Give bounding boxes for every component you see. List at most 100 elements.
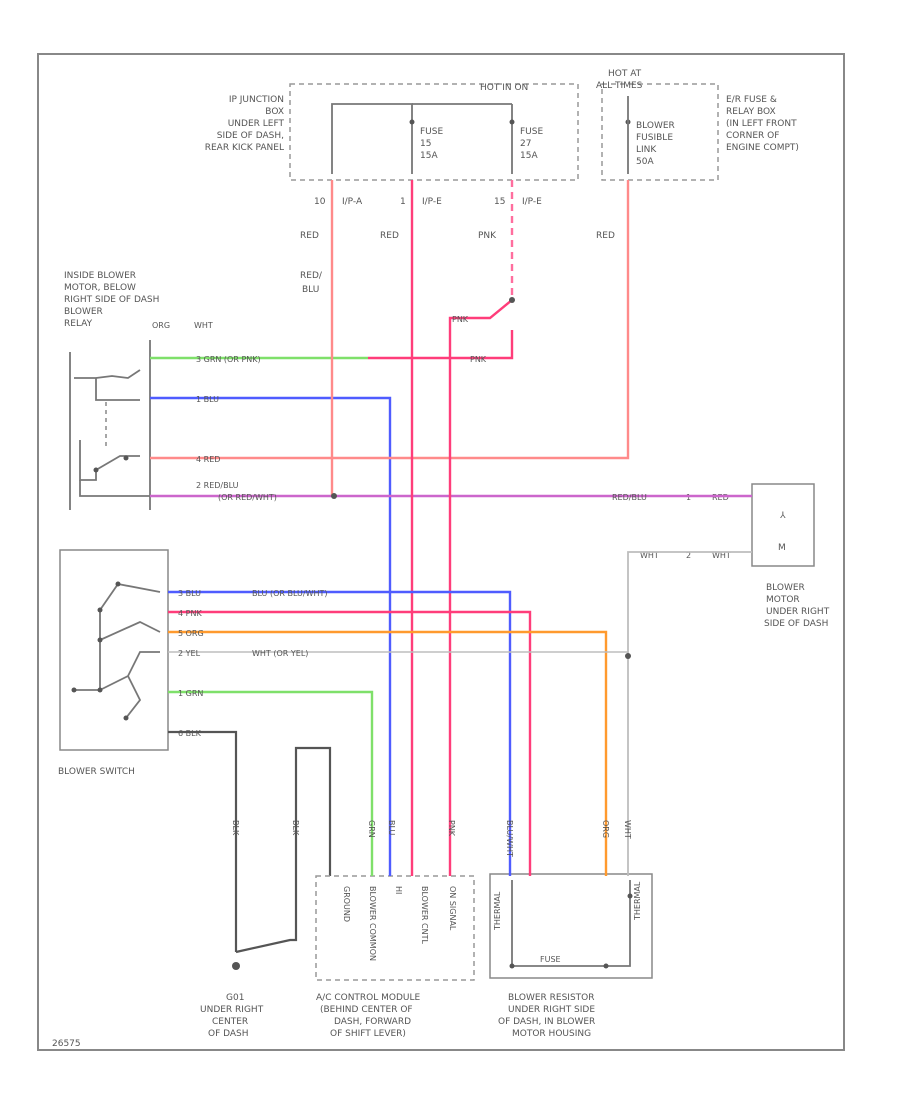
svg-text:OF DASH: OF DASH: [208, 1029, 249, 1039]
junction-yel: [625, 653, 631, 659]
ground-label: G01 UNDER RIGHT CENTER OF DASH: [200, 993, 264, 1039]
svg-text:RELAY BOX: RELAY BOX: [726, 107, 776, 117]
svg-text:BLOWER: BLOWER: [636, 121, 675, 131]
svg-text:FUSE: FUSE: [520, 127, 543, 137]
svg-text:A/C CONTROL MODULE: A/C CONTROL MODULE: [316, 993, 421, 1003]
relay-wire-4: 4 RED: [196, 455, 220, 464]
switch-wire-desc-0: BLU (OR BLU/WHT): [252, 589, 328, 598]
wire-feed-pnk: [448, 299, 513, 876]
svg-text:RED: RED: [596, 231, 615, 241]
svg-text:15: 15: [420, 139, 431, 149]
svg-text:50A: 50A: [636, 157, 654, 167]
red-blu-right-label: RED/BLU: [612, 493, 647, 502]
svg-text:MOTOR HOUSING: MOTOR HOUSING: [512, 1029, 591, 1039]
blower-resistor-label: BLOWER RESISTOR UNDER RIGHT SIDE OF DASH…: [498, 993, 595, 1039]
relay-wire-2: 2 RED/BLU: [196, 481, 239, 490]
fuse-27-label: FUSE 27 15A: [520, 127, 543, 161]
svg-text:LINK: LINK: [636, 145, 657, 155]
fuse-27-dot: [509, 119, 515, 125]
blower-resistor-box: [489, 873, 653, 979]
switch-wire-5: 6 BLK: [178, 729, 202, 738]
relay-contact-dot: [93, 467, 99, 473]
wire-layer: [150, 180, 752, 876]
wire-relay-blu: [150, 396, 392, 876]
svg-text:RELAY: RELAY: [64, 319, 93, 329]
vertical-label-7: WHT: [623, 820, 632, 839]
ip-junction-label: IP JUNCTION BOX UNDER LEFT SIDE OF DASH,…: [205, 95, 285, 153]
wire-relay-pnk: [368, 330, 514, 360]
relay-wire-3: 3 GRN (OR PNK): [196, 355, 261, 364]
switch-wire-1: 4 PNK: [178, 609, 202, 618]
vertical-label-1: BLK: [291, 820, 300, 836]
switch-dot-2: [97, 607, 103, 613]
blower-switch-label: BLOWER SWITCH: [58, 767, 135, 777]
switch-dot-3: [97, 637, 103, 643]
blower-motor-box: [751, 483, 815, 567]
svg-text:(BEHIND CENTER OF: (BEHIND CENTER OF: [320, 1005, 413, 1015]
svg-text:WHT: WHT: [194, 321, 213, 330]
connector-labels: 10 I/P-A 1 I/P-E 15 I/P-E: [314, 197, 542, 207]
svg-text:ALL TIMES: ALL TIMES: [596, 81, 643, 91]
top-wire-labels: RED RED PNK RED: [300, 231, 615, 241]
switch-dot-5: [97, 687, 103, 693]
hot-at-all-times-label: HOT AT ALL TIMES: [596, 69, 643, 91]
svg-text:HI: HI: [394, 886, 403, 894]
fuse-bus: [331, 103, 413, 174]
svg-text:ORG: ORG: [152, 321, 170, 330]
svg-text:15A: 15A: [520, 151, 538, 161]
resistor-dot-1: [509, 963, 515, 969]
motor-ground-symbol: M: [778, 543, 786, 553]
svg-text:RED: RED: [712, 493, 729, 502]
switch-wire-0: 3 BLU: [178, 589, 201, 598]
blower-switch-box: [59, 549, 169, 751]
engine-box-label: E/R FUSE & RELAY BOX (IN LEFT FRONT CORN…: [726, 95, 799, 153]
switch-arm-1: [99, 583, 161, 611]
relay-coil-top: [95, 378, 140, 401]
svg-text:2: 2: [686, 551, 691, 560]
svg-text:IP JUNCTION: IP JUNCTION: [229, 95, 284, 105]
relay-wire-2b: (OR RED/WHT): [218, 493, 277, 502]
svg-text:BLOWER: BLOWER: [766, 583, 805, 593]
svg-text:THERMAL: THERMAL: [633, 881, 642, 921]
diagram-code: 26575: [52, 1039, 81, 1049]
svg-text:UNDER LEFT: UNDER LEFT: [228, 119, 285, 129]
switch-dot-1: [115, 581, 121, 587]
switch-wire-desc-3: WHT (OR YEL): [252, 649, 308, 658]
wire-motor-wht: [627, 551, 752, 876]
fuse-15-dot: [409, 119, 415, 125]
svg-text:WHT: WHT: [712, 551, 731, 560]
junction-relay-violet: [331, 493, 337, 499]
svg-text:BOX: BOX: [265, 107, 284, 117]
wire-switch-pnk: [168, 610, 532, 876]
svg-text:MOTOR: MOTOR: [766, 595, 800, 605]
wire-switch-grn: [168, 690, 374, 876]
switch-arm-3: [99, 651, 160, 691]
resistor-labels: THERMAL FUSE THERMAL: [493, 881, 642, 964]
ac-control-module-label: A/C CONTROL MODULE (BEHIND CENTER OF DAS…: [316, 993, 421, 1039]
vertical-label-5: BLU/WHT: [505, 820, 514, 857]
svg-text:FUSIBLE: FUSIBLE: [636, 133, 673, 143]
svg-text:RED: RED: [380, 231, 399, 241]
svg-text:CENTER: CENTER: [212, 1017, 248, 1027]
wire-relay-red: [150, 180, 630, 460]
resistor-internal: [511, 880, 631, 967]
wire-switch-org: [168, 630, 608, 876]
motor-pin-labels: 1 RED 2 WHT WHT: [640, 493, 731, 560]
junction-pnk: [509, 297, 515, 303]
svg-text:BLOWER RESISTOR: BLOWER RESISTOR: [508, 993, 595, 1003]
svg-text:10: 10: [314, 197, 326, 207]
svg-text:PNK: PNK: [478, 231, 497, 241]
svg-text:OF DASH, IN BLOWER: OF DASH, IN BLOWER: [498, 1017, 595, 1027]
relay-contact-top: [74, 369, 141, 379]
svg-text:BLOWER CNTL: BLOWER CNTL: [420, 886, 429, 944]
svg-text:UNDER RIGHT: UNDER RIGHT: [200, 1005, 264, 1015]
svg-text:I/P-E: I/P-E: [522, 197, 542, 207]
svg-text:RED: RED: [300, 231, 319, 241]
red-blu-label: RED/ BLU: [300, 271, 323, 295]
switch-dot-6: [123, 715, 129, 721]
relay-wire-1: 1 BLU: [196, 395, 219, 404]
relay-common: [79, 480, 150, 497]
svg-text:UNDER RIGHT SIDE: UNDER RIGHT SIDE: [508, 1005, 595, 1015]
relay-contact-bottom: [79, 440, 140, 481]
